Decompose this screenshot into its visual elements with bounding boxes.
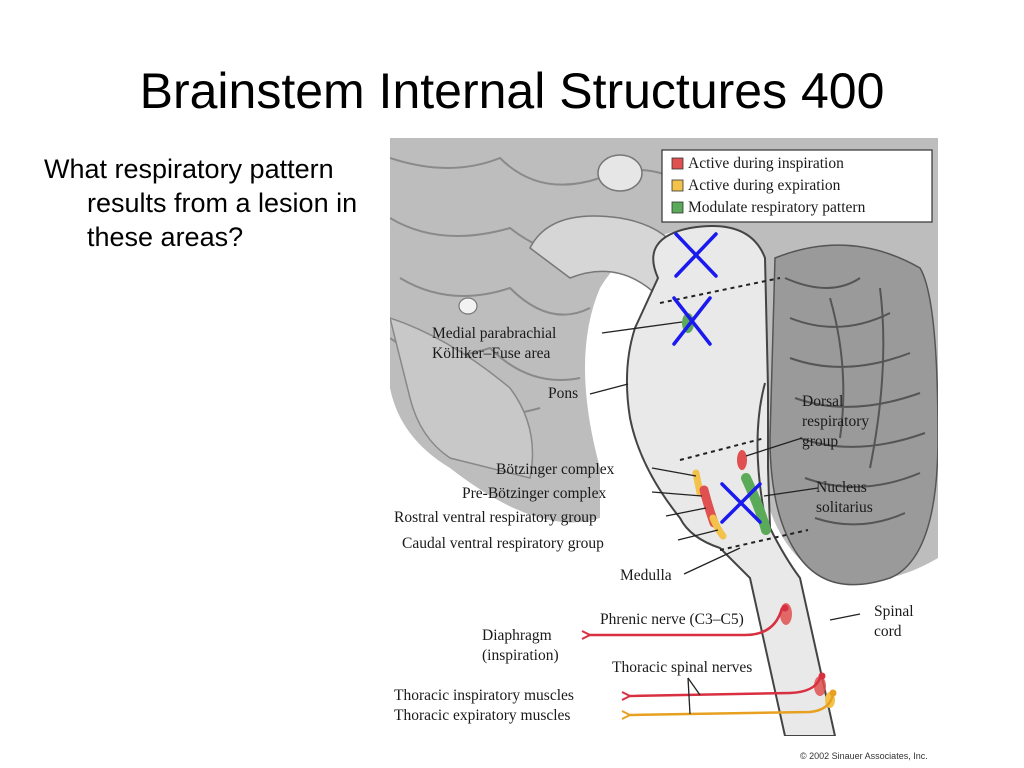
dorsal-respiratory-group: [737, 450, 747, 470]
thoracic-inspiratory-nerve: [629, 677, 822, 698]
label-botzinger: Bötzinger complex: [496, 461, 615, 478]
legend-label-inspiration: Active during inspiration: [688, 155, 844, 172]
caudal-vrg-marker: [709, 514, 727, 540]
label-thoracic-spinal: Thoracic spinal nerves: [612, 659, 752, 676]
legend-swatch-inspiration: [671, 157, 684, 170]
label-nucleus-2: solitarius: [816, 499, 873, 516]
label-medulla: Medulla: [620, 567, 672, 584]
botzinger-marker: [692, 469, 704, 497]
label-spinal-2: cord: [874, 623, 902, 640]
label-thoracic-insp: Thoracic inspiratory muscles: [394, 687, 574, 704]
legend-label-modulate: Modulate respiratory pattern: [688, 199, 866, 216]
lesion-mark-medulla: [720, 482, 762, 524]
label-diaphragm-2: (inspiration): [482, 647, 559, 664]
label-dorsal-2: respiratory: [802, 413, 869, 430]
slide-title: Brainstem Internal Structures 400: [139, 63, 885, 119]
label-pre-botzinger: Pre-Bötzinger complex: [462, 485, 606, 502]
legend-label-expiration: Active during expiration: [688, 177, 841, 194]
label-kolliker-fuse: Kölliker–Fuse area: [432, 345, 550, 362]
label-rostral-vrg: Rostral ventral respiratory group: [394, 509, 597, 526]
label-nucleus-1: Nucleus: [816, 479, 867, 496]
label-diaphragm-1: Diaphragm: [482, 627, 552, 644]
brainstem-diagram: Active during inspiration Active during …: [390, 138, 938, 736]
legend-swatch-expiration: [671, 179, 684, 192]
brainstem-figure: Active during inspiration Active during …: [390, 138, 938, 736]
label-caudal-vrg: Caudal ventral respiratory group: [402, 535, 604, 552]
thoracic-expiratory-nerve: [629, 693, 835, 717]
copyright-text: © 2002 Sinauer Associates, Inc.: [800, 751, 928, 761]
label-phrenic: Phrenic nerve (C3–C5): [600, 611, 744, 628]
nucleus-solitarius-marker: [741, 473, 771, 535]
lesion-mark-upper-pons: [674, 232, 718, 278]
phrenic-nerve: [588, 607, 784, 637]
label-dorsal-1: Dorsal: [802, 393, 843, 410]
label-medial-parabrachial: Medial parabrachial: [432, 325, 556, 342]
label-thoracic-exp: Thoracic expiratory muscles: [394, 707, 570, 724]
lesion-mark-parabrachial: [672, 296, 712, 346]
legend-swatch-modulate: [671, 201, 684, 214]
label-pons: Pons: [548, 385, 578, 402]
label-dorsal-3: group: [802, 433, 838, 450]
legend-box: [661, 149, 933, 223]
label-spinal-1: Spinal: [874, 603, 914, 620]
question-text: What respiratory pattern results from a …: [44, 154, 358, 252]
cerebellum: [769, 244, 938, 586]
